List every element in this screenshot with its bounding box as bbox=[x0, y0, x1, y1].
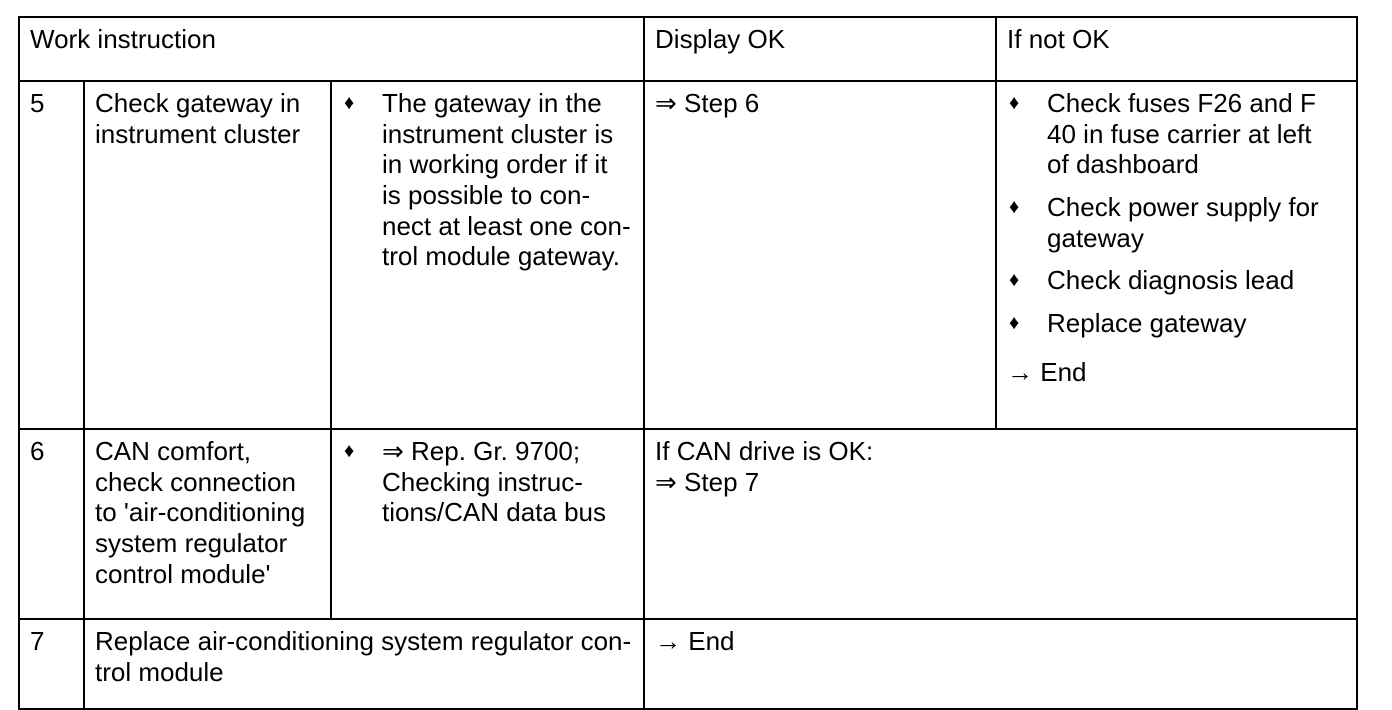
table-body: 5 Check gateway in instrument cluster ♦ … bbox=[18, 80, 1359, 710]
task-description-cell: CAN comfort, check connection to 'air-co… bbox=[83, 428, 332, 620]
bullet-text: Check fuses F26 and F 40 in fuse carrier… bbox=[1047, 88, 1346, 180]
bullet-line: instrument cluster is bbox=[382, 118, 614, 149]
display-ok-line: If CAN drive is OK: bbox=[655, 436, 874, 466]
detail-bullet-list: ♦ ⇒ Rep. Gr. 9700; Checking instruc- tio… bbox=[342, 436, 633, 528]
display-ok-cell: ⇒ Step 6 bbox=[643, 80, 998, 430]
bullet-text: Replace gateway bbox=[1047, 308, 1346, 339]
list-item: ♦ Check fuses F26 and F 40 in fuse carri… bbox=[1007, 88, 1346, 180]
step-number-cell: 7 bbox=[18, 618, 85, 710]
end-reference: → End bbox=[1007, 356, 1087, 387]
list-item: ♦ Check power supply for gateway bbox=[1007, 192, 1346, 253]
diamond-bullet-icon: ♦ bbox=[1009, 196, 1020, 219]
procedure-table-page: Work instruction Display OK If not OK 5 … bbox=[17, 16, 1359, 710]
display-ok-line: ⇒ Step 6 bbox=[655, 88, 760, 118]
diamond-bullet-icon: ♦ bbox=[344, 440, 355, 462]
detail-bullet-list: ♦ The gateway in the instrument cluster … bbox=[342, 88, 633, 272]
bullet-line: Check diagnosis lead bbox=[1047, 265, 1295, 296]
bullet-line: The gateway in the bbox=[382, 88, 602, 118]
detail-cell: ♦ The gateway in the instrument cluster … bbox=[329, 80, 646, 430]
list-item: ♦ ⇒ Rep. Gr. 9700; Checking instruc- tio… bbox=[342, 436, 633, 528]
header-work-instruction: Work instruction bbox=[17, 16, 646, 82]
task-line: system regulator bbox=[95, 528, 288, 559]
task-line: trol module bbox=[95, 656, 224, 687]
step-number-cell: 6 bbox=[18, 428, 85, 620]
bullet-line: tions/CAN data bus bbox=[382, 497, 607, 528]
task-description-cell: Replace air-conditioning system regulato… bbox=[82, 618, 646, 710]
diamond-bullet-icon: ♦ bbox=[1009, 92, 1020, 114]
task-line: to 'air-conditioning bbox=[95, 497, 306, 528]
bullet-line: nect at least one con- bbox=[382, 210, 631, 241]
list-item: ♦ Replace gateway bbox=[1007, 308, 1346, 339]
task-description-cell: Check gateway in instrument cluster bbox=[83, 80, 332, 430]
table-row: 5 Check gateway in instrument cluster ♦ … bbox=[18, 80, 1359, 430]
diamond-bullet-icon: ♦ bbox=[1009, 269, 1020, 292]
bullet-line: 40 in fuse carrier at left bbox=[1047, 118, 1312, 149]
end-reference: → End bbox=[655, 626, 735, 656]
display-ok-line: ⇒ Step 7 bbox=[655, 466, 760, 497]
bullet-line: Checking instruc- bbox=[382, 466, 583, 497]
bullet-line: Check fuses F26 and F bbox=[1047, 88, 1316, 118]
task-line: CAN comfort, bbox=[95, 436, 252, 466]
task-line: control module' bbox=[95, 558, 271, 589]
task-line: Replace air-conditioning system regulato… bbox=[95, 626, 632, 656]
task-line: Check gateway in bbox=[95, 88, 301, 118]
bullet-line: is possible to con- bbox=[382, 180, 591, 211]
task-line: instrument cluster bbox=[95, 118, 301, 149]
bullet-line: Check power supply for bbox=[1047, 192, 1319, 223]
diamond-bullet-icon: ♦ bbox=[344, 92, 355, 114]
list-item: ♦ Check diagnosis lead bbox=[1007, 265, 1346, 296]
header-if-not-ok: If not OK bbox=[995, 16, 1359, 82]
step-number: 5 bbox=[30, 88, 45, 118]
if-not-ok-bullet-list: ♦ Check fuses F26 and F 40 in fuse carri… bbox=[1007, 88, 1346, 339]
bullet-line: of dashboard bbox=[1047, 149, 1199, 180]
bullet-line: trol module gateway. bbox=[382, 241, 620, 272]
display-ok-cell: If CAN drive is OK: ⇒ Step 7 bbox=[643, 428, 1359, 620]
bullet-line: ⇒ Rep. Gr. 9700; bbox=[382, 436, 581, 466]
detail-cell: ♦ ⇒ Rep. Gr. 9700; Checking instruc- tio… bbox=[329, 428, 646, 620]
bullet-line: in working order if it bbox=[382, 149, 608, 180]
step-number: 7 bbox=[30, 626, 45, 656]
bullet-line: gateway bbox=[1047, 222, 1144, 253]
table-row: 6 CAN comfort, check connection to 'air-… bbox=[18, 428, 1359, 620]
bullet-text: ⇒ Rep. Gr. 9700; Checking instruc- tions… bbox=[382, 436, 633, 528]
bullet-text: Check power supply for gateway bbox=[1047, 192, 1346, 253]
bullet-text: The gateway in the instrument cluster is… bbox=[382, 88, 633, 272]
table-row: 7 Replace air-conditioning system regula… bbox=[18, 618, 1359, 710]
step-number: 6 bbox=[30, 436, 45, 466]
bullet-text: Check diagnosis lead bbox=[1047, 265, 1346, 296]
step-number-cell: 5 bbox=[18, 80, 85, 430]
list-item: ♦ The gateway in the instrument cluster … bbox=[342, 88, 633, 272]
task-line: check connection bbox=[95, 466, 296, 497]
diamond-bullet-icon: ♦ bbox=[1009, 312, 1020, 335]
table-header: Work instruction Display OK If not OK bbox=[17, 16, 1359, 82]
bullet-line: Replace gateway bbox=[1047, 308, 1247, 339]
work-instruction-table: Work instruction Display OK If not OK 5 … bbox=[17, 16, 1359, 710]
display-ok-cell: → End bbox=[643, 618, 1359, 710]
if-not-ok-cell: ♦ Check fuses F26 and F 40 in fuse carri… bbox=[995, 80, 1359, 430]
header-row: Work instruction Display OK If not OK bbox=[17, 16, 1359, 82]
header-display-ok: Display OK bbox=[643, 16, 998, 82]
